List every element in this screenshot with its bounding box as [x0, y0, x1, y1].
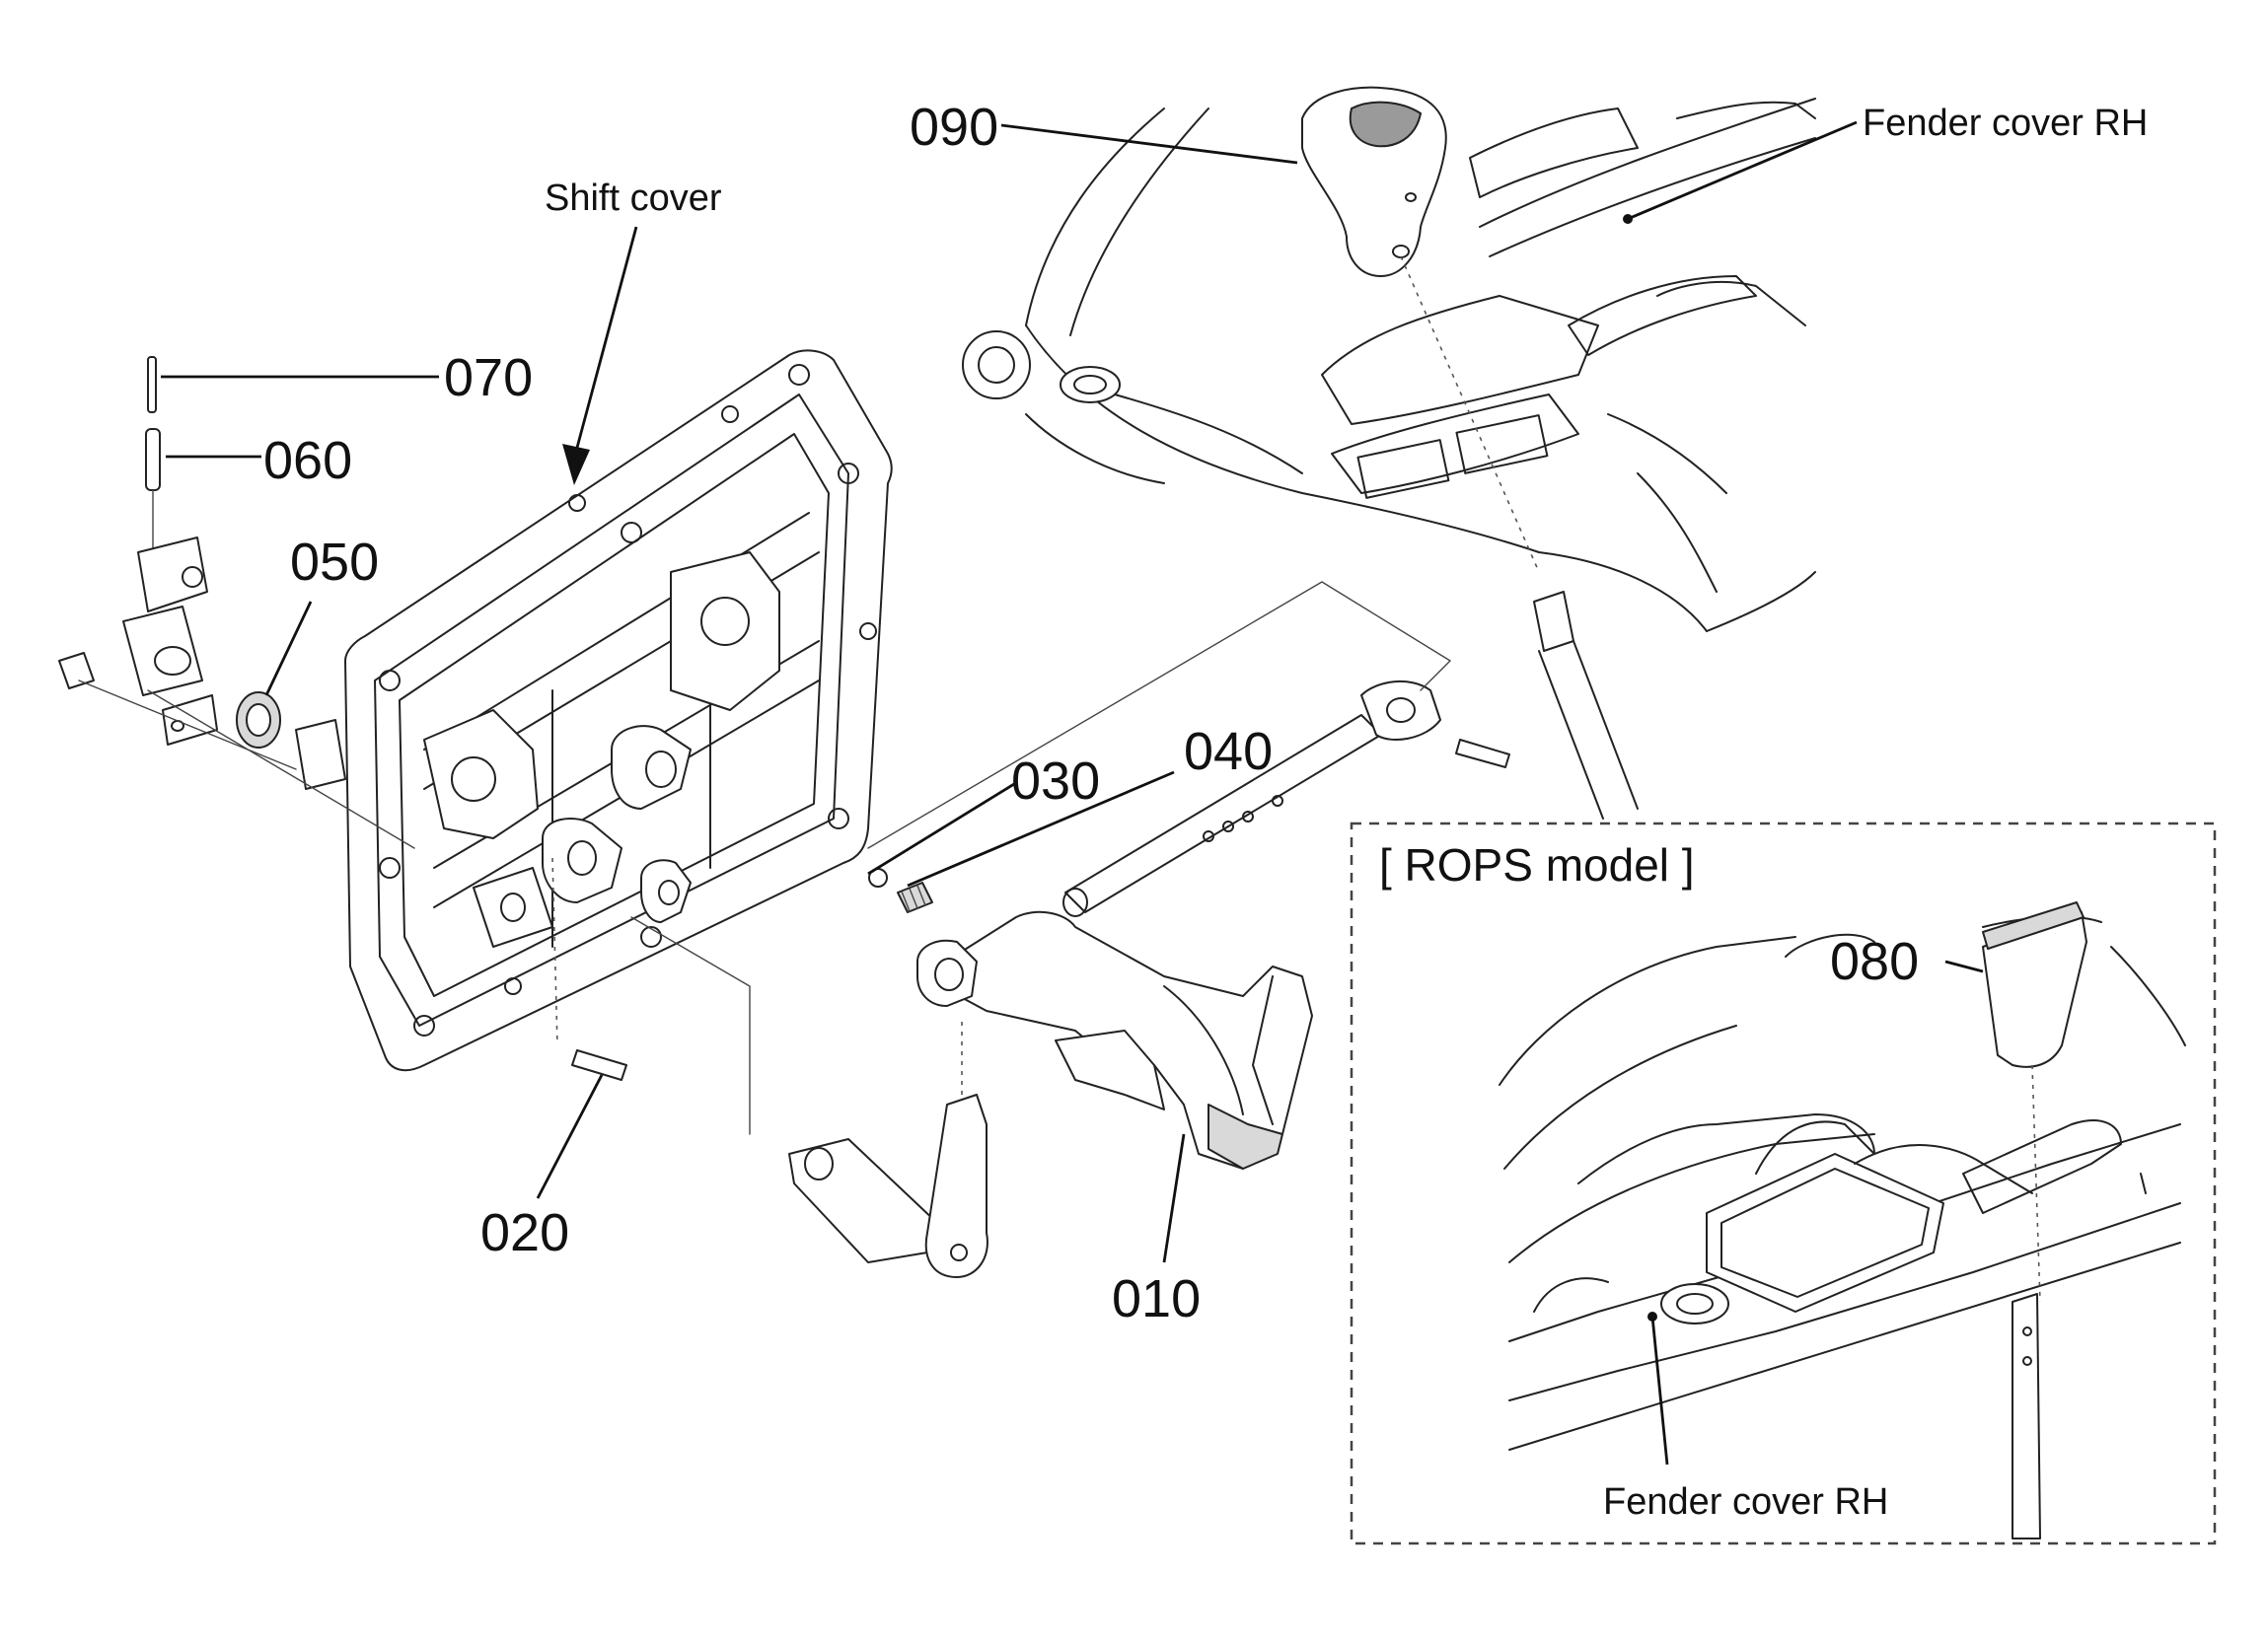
pin-020 — [551, 857, 627, 1081]
lever-bracket — [58, 537, 415, 849]
fender-cover-top-drawing — [962, 98, 1816, 632]
part-label-060: 060 — [263, 431, 352, 490]
part-label-030: 030 — [1011, 751, 1100, 811]
leader-lines — [161, 120, 1984, 1466]
shift-fork-010 — [916, 910, 1313, 1170]
inset-title: [ ROPS model ] — [1379, 839, 1695, 891]
shift-rod — [867, 581, 1510, 917]
part-label-050: 050 — [290, 533, 379, 592]
part-label-020: 020 — [480, 1203, 569, 1262]
seal-050 — [236, 691, 281, 749]
part-label-090: 090 — [910, 98, 998, 157]
part-label-080: 080 — [1830, 932, 1919, 991]
pin-060 — [145, 428, 161, 553]
part-label-040: 040 — [1184, 722, 1273, 781]
callout-fender-cover-inset: Fender cover RH — [1603, 1481, 1888, 1523]
rops-inset: [ ROPS model ] — [1350, 822, 2217, 1545]
pin-070 — [147, 356, 157, 413]
labels: Shift cover Fender cover RH Fender cover… — [263, 98, 2148, 1523]
part-label-070: 070 — [444, 348, 533, 407]
callout-shift-cover: Shift cover — [545, 178, 722, 219]
part-label-010: 010 — [1112, 1269, 1201, 1328]
spring-040 — [897, 882, 933, 913]
shift-knob-090 — [1301, 86, 1639, 820]
shift-lever — [630, 916, 988, 1278]
shift-cover-drawing — [295, 349, 893, 1072]
callout-fender-cover-top: Fender cover RH — [1863, 103, 2148, 144]
